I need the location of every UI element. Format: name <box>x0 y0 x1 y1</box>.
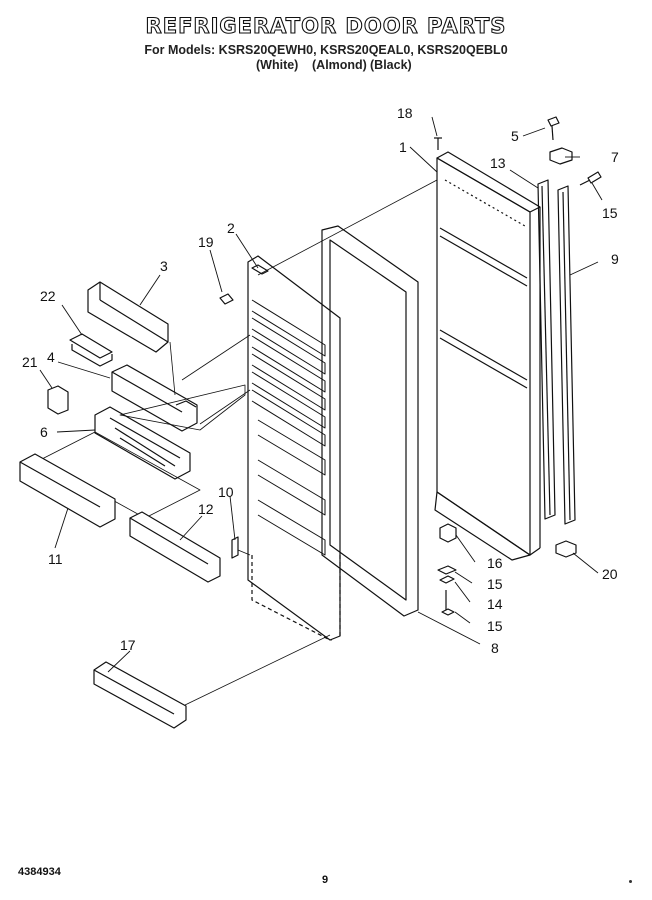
callout-20: 20 <box>602 566 618 582</box>
door-gasket-strip <box>537 179 556 520</box>
callout-7: 7 <box>611 149 619 165</box>
callout-15c: 15 <box>487 618 503 634</box>
model-list: For Models: KSRS20QEWH0, KSRS20QEAL0, KS… <box>144 43 508 57</box>
callout-18: 18 <box>397 105 413 121</box>
callout-labels: 1 2 3 4 5 6 7 8 9 10 11 12 13 14 15 15 1… <box>22 105 619 656</box>
hinge-screw-top <box>579 171 602 186</box>
door-bin-large <box>19 453 116 528</box>
door-bin-medium <box>129 511 221 583</box>
callout-15a: 15 <box>602 205 618 221</box>
color-white: (White) <box>256 58 299 72</box>
inner-door-liner <box>247 255 341 641</box>
callout-8: 8 <box>491 640 499 656</box>
callout-2: 2 <box>227 220 235 236</box>
breaker-strip <box>557 185 576 525</box>
callout-13: 13 <box>490 155 506 171</box>
door-stop-pin <box>434 137 442 150</box>
callout-12: 12 <box>198 501 214 517</box>
callout-22: 22 <box>40 288 56 304</box>
egg-holder-clip <box>47 385 69 415</box>
callout-10: 10 <box>218 484 234 500</box>
bin-support-clip <box>231 536 239 559</box>
callout-16: 16 <box>487 555 503 571</box>
callout-19: 19 <box>198 234 214 250</box>
callout-11: 11 <box>48 551 63 567</box>
outer-door-panel <box>434 151 541 561</box>
callout-9: 9 <box>611 251 619 267</box>
callout-5: 5 <box>511 128 519 144</box>
callout-3: 3 <box>160 258 168 274</box>
color-almond: (Almond) <box>312 58 367 72</box>
color-black: (Black) <box>370 58 412 72</box>
footer-mark <box>629 880 632 883</box>
callout-21: 21 <box>22 354 38 370</box>
callout-6: 6 <box>40 424 48 440</box>
callout-4: 4 <box>47 349 55 365</box>
butter-container <box>69 333 113 367</box>
bottom-door-bin <box>93 661 187 729</box>
callout-14: 14 <box>487 596 503 612</box>
liner-screw <box>219 293 234 305</box>
page-title: REFRIGERATOR DOOR PARTS <box>145 13 507 38</box>
lower-hinge-assembly <box>437 523 457 616</box>
dairy-door <box>87 281 169 353</box>
callout-15b: 15 <box>487 576 503 592</box>
door-stop-cap <box>251 264 269 275</box>
callout-17: 17 <box>120 637 136 653</box>
lower-hinge-bracket <box>555 540 577 558</box>
callout-1: 1 <box>399 139 407 155</box>
door-liner-frame <box>321 225 419 617</box>
top-hinge-screw <box>547 116 560 141</box>
can-rack-bin <box>94 406 191 480</box>
page-number: 9 <box>322 874 329 886</box>
document-part-number: 4384934 <box>18 866 61 878</box>
dairy-compartment <box>111 364 198 432</box>
top-hinge-bracket <box>549 147 573 165</box>
